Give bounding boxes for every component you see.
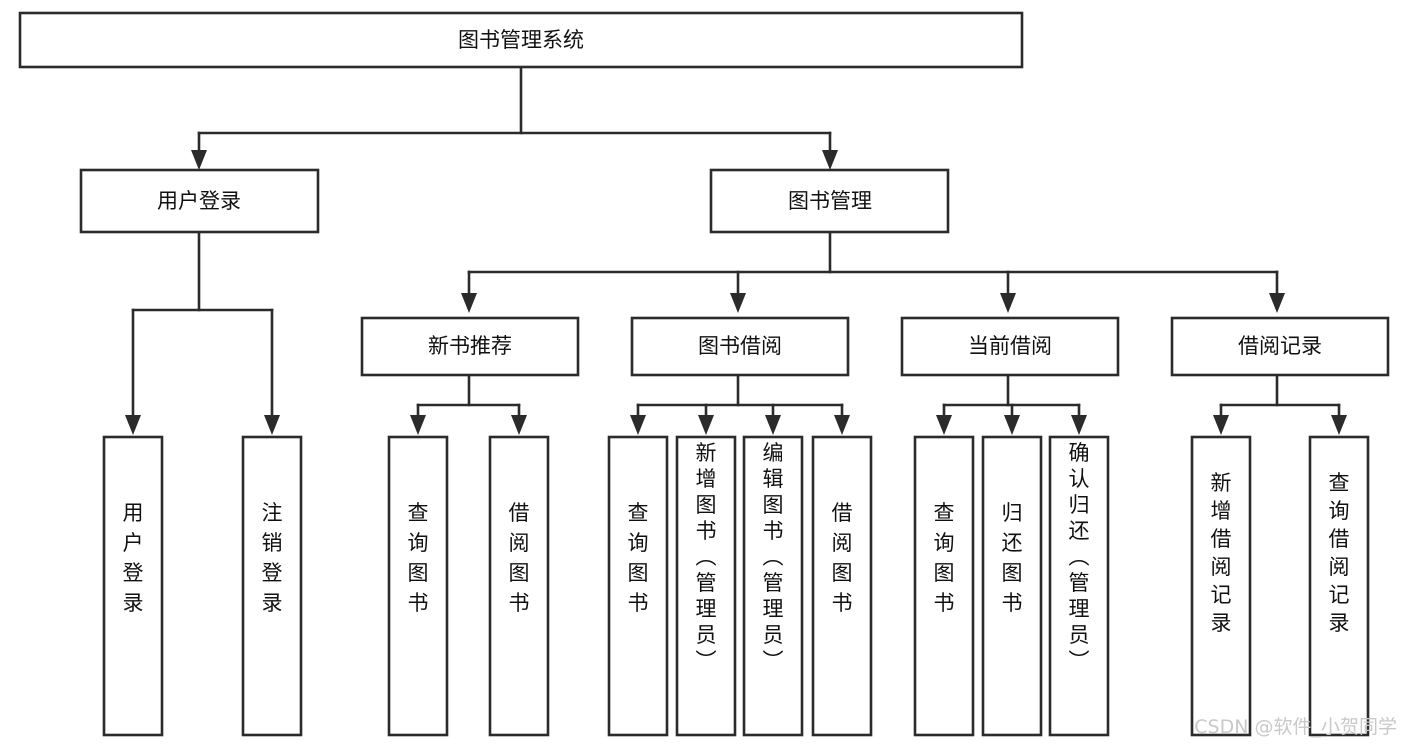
node-new-book-recommend-label: 新书推荐 — [428, 334, 512, 358]
arrow-leaf-query-book-3 — [936, 415, 952, 435]
arrow-to-current-borrow — [1000, 293, 1016, 313]
node-borrow-record-box[interactable] — [1170, 316, 1390, 377]
arrow-leaf-query-record — [1331, 415, 1347, 435]
leaf-confirm-return-box[interactable] — [1048, 435, 1110, 737]
node-book-borrow-label: 图书借阅 — [698, 334, 782, 358]
leaf-add-book-box[interactable] — [675, 435, 737, 737]
leaf-confirm-return-label: 确认归还︵管理员︶ — [1069, 441, 1090, 673]
connector-layer — [125, 65, 1347, 435]
leaf-borrow-book-1-label: 借阅图书 — [509, 501, 530, 615]
node-borrow-record[interactable]: 借阅记录 — [1170, 316, 1390, 377]
node-borrow-record-label: 借阅记录 — [1238, 334, 1322, 358]
node-user-login[interactable]: 用户登录 — [79, 168, 320, 234]
node-current-borrow[interactable]: 当前借阅 — [900, 316, 1120, 377]
leaf-add-record[interactable]: 新增借阅记录 — [1190, 435, 1252, 737]
node-user-login-label: 用户登录 — [157, 189, 241, 213]
leaf-borrow-book-2-box[interactable] — [811, 435, 873, 737]
node-new-book-recommend-box[interactable] — [360, 316, 580, 377]
leaf-return-book-label: 归还图书 — [1002, 501, 1023, 615]
leaf-query-book-1-label: 查询图书 — [408, 501, 429, 615]
arrow-leaf-confirm-return — [1071, 415, 1087, 435]
leaf-add-record-label: 新增借阅记录 — [1211, 471, 1232, 635]
arrow-leaf-add-record — [1213, 415, 1229, 435]
arrow-leaf-user-logout — [264, 415, 280, 435]
leaf-query-book-3-box[interactable] — [913, 435, 975, 737]
leaf-add-book-label: 新增图书︵管理员︶ — [696, 441, 717, 673]
leaf-query-book-2[interactable]: 查询图书 — [607, 435, 669, 737]
arrow-leaf-user-login — [125, 415, 141, 435]
leaf-query-record-box[interactable] — [1308, 435, 1370, 737]
node-root[interactable]: 图书管理系统 — [18, 11, 1024, 69]
node-root-box[interactable] — [18, 11, 1024, 69]
leaf-borrow-book-2[interactable]: 借阅图书 — [811, 435, 873, 737]
node-root-label: 图书管理系统 — [458, 28, 584, 52]
node-current-borrow-box[interactable] — [900, 316, 1120, 377]
arrow-leaf-query-book-1 — [410, 415, 426, 435]
leaf-borrow-book-2-label: 借阅图书 — [832, 501, 853, 615]
leaf-borrow-book-1-box[interactable] — [488, 435, 550, 737]
leaf-user-login-label: 用户登录 — [123, 501, 144, 615]
arrow-leaf-query-book-2 — [630, 415, 646, 435]
leaf-user-logout-box[interactable] — [241, 435, 303, 737]
leaf-edit-book[interactable]: 编辑图书︵管理员︶ — [742, 435, 804, 737]
arrow-to-book-manage — [822, 150, 838, 170]
arrow-to-borrow-record — [1269, 293, 1285, 313]
watermark-text: CSDN @软件_小贺同学 — [1194, 716, 1397, 738]
arrow-to-new-book — [461, 293, 477, 313]
node-book-manage[interactable]: 图书管理 — [709, 168, 950, 234]
leaf-query-book-1[interactable]: 查询图书 — [387, 435, 449, 737]
arrow-leaf-borrow-book-2 — [834, 415, 850, 435]
leaf-return-book[interactable]: 归还图书 — [981, 435, 1043, 737]
leaf-query-record[interactable]: 查询借阅记录 — [1308, 435, 1370, 737]
leaf-user-logout[interactable]: 注销登录 — [241, 435, 303, 737]
leaf-query-book-2-box[interactable] — [607, 435, 669, 737]
leaf-user-logout-label: 注销登录 — [262, 501, 283, 615]
node-new-book-recommend[interactable]: 新书推荐 — [360, 316, 580, 377]
leaf-query-book-2-label: 查询图书 — [628, 501, 649, 615]
node-user-login-box[interactable] — [79, 168, 320, 234]
leaf-user-login[interactable]: 用户登录 — [102, 435, 164, 737]
arrow-leaf-borrow-book-1 — [511, 415, 527, 435]
leaf-query-book-3[interactable]: 查询图书 — [913, 435, 975, 737]
arrow-to-book-borrow — [730, 293, 746, 313]
leaf-edit-book-label: 编辑图书︵管理员︶ — [763, 441, 784, 673]
arrow-leaf-add-book — [698, 415, 714, 435]
leaf-return-book-box[interactable] — [981, 435, 1043, 737]
leaf-confirm-return[interactable]: 确认归还︵管理员︶ — [1048, 435, 1110, 737]
leaf-user-login-box[interactable] — [102, 435, 164, 737]
node-book-borrow-box[interactable] — [630, 316, 850, 377]
node-book-manage-box[interactable] — [709, 168, 950, 234]
arrow-leaf-edit-book — [765, 415, 781, 435]
arrow-to-user-login — [191, 150, 207, 170]
arrow-leaf-return-book — [1004, 415, 1020, 435]
leaf-add-record-box[interactable] — [1190, 435, 1252, 737]
leaf-borrow-book-1[interactable]: 借阅图书 — [488, 435, 550, 737]
node-current-borrow-label: 当前借阅 — [968, 334, 1052, 358]
leaf-query-book-1-box[interactable] — [387, 435, 449, 737]
leaf-query-book-3-label: 查询图书 — [934, 501, 955, 615]
node-book-borrow[interactable]: 图书借阅 — [630, 316, 850, 377]
node-book-manage-label: 图书管理 — [788, 189, 872, 213]
leaf-edit-book-box[interactable] — [742, 435, 804, 737]
leaf-query-record-label: 查询借阅记录 — [1329, 471, 1350, 635]
leaf-add-book[interactable]: 新增图书︵管理员︶ — [675, 435, 737, 737]
